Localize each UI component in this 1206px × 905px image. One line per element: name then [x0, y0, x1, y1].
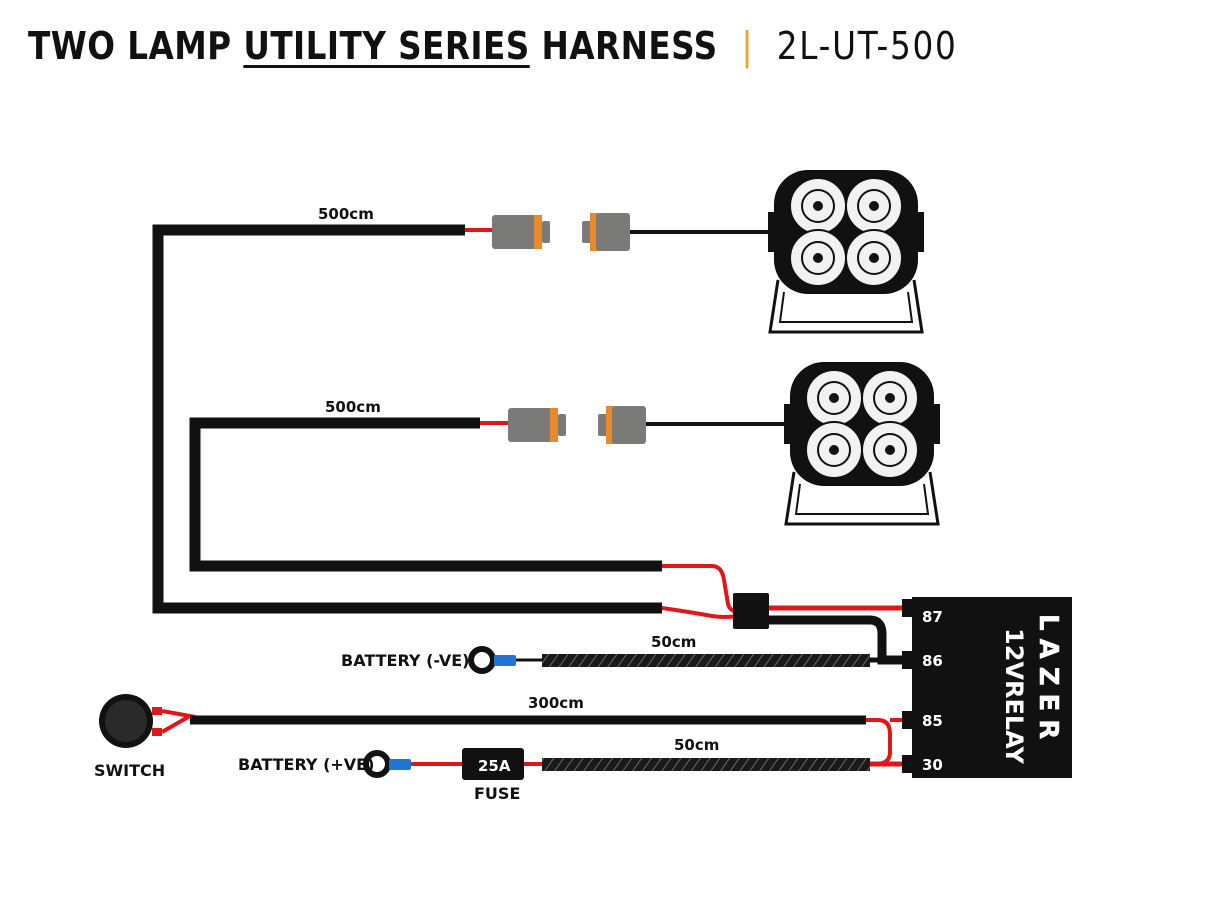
cable-length-mid: 500cm: [325, 398, 381, 416]
battery-negative-ring-terminal: [468, 646, 496, 674]
switch-label: SWITCH: [94, 761, 165, 780]
lamp1-red-merge: [661, 606, 741, 619]
battery-positive-label: BATTERY (+VE): [238, 755, 374, 774]
cable-length-positive: 50cm: [674, 736, 719, 754]
relay-module: 87 86 85 30 LAZER 12V RELAY: [902, 597, 1072, 778]
battery-negative-label: BATTERY (-VE): [341, 651, 469, 670]
fuse-holder: [462, 748, 524, 780]
lamp1-connector-plug: [492, 215, 550, 249]
relay-pin-tabs: [902, 599, 914, 773]
fuse-label: FUSE: [474, 784, 520, 803]
relay-brand-logo: LAZER: [1033, 614, 1063, 747]
title-part-1: TWO LAMP: [28, 24, 232, 68]
relay-pin-87: 87: [922, 608, 943, 626]
title-code: 2L-UT-500: [776, 24, 958, 68]
lamp-1-icon: [768, 170, 924, 334]
relay-pin-86: 86: [922, 652, 943, 670]
battery-positive-braided-sleeve: [542, 758, 870, 771]
battery-negative-braided-sleeve: [542, 654, 870, 667]
lamp2-red-merge: [662, 564, 741, 614]
fuse-value-label: 25A: [478, 757, 511, 775]
lamp-harness-wires: [152, 224, 662, 614]
lamp2-connector-socket: [598, 406, 646, 444]
relay-body: [912, 597, 1072, 778]
lamp1-harness-wire: [152, 224, 662, 614]
lamp-2-icon: [784, 362, 940, 526]
relay-label-12v: 12V: [1000, 628, 1028, 680]
pin85-red-wire: [866, 718, 892, 766]
title-separator: |: [741, 24, 753, 68]
battery-positive-ring-terminal: [363, 750, 391, 778]
relay-pin-30: 30: [922, 756, 943, 774]
relay-label-relay: RELAY: [1000, 680, 1028, 764]
battery-negative-ring-crimp: [494, 655, 516, 666]
lamp2-harness-wire: [189, 417, 662, 572]
cable-length-top: 500cm: [318, 205, 374, 223]
lamp2-connector-plug: [508, 408, 566, 442]
splice-block: [733, 593, 769, 629]
cable-length-negative: 50cm: [651, 633, 696, 651]
pin86-ground-wire: [768, 615, 908, 665]
title-part-2: UTILITY SERIES: [243, 24, 530, 68]
title-part-3: HARNESS: [541, 24, 718, 68]
switch-icon: [99, 694, 196, 748]
battery-positive-ring-crimp: [389, 759, 411, 770]
diagram-title: TWO LAMP UTILITY SERIES HARNESS | 2L-UT-…: [28, 24, 958, 80]
cable-length-switch: 300cm: [528, 694, 584, 712]
battery-positive-lead: [363, 748, 908, 780]
lamp1-connector-socket: [582, 213, 630, 251]
battery-negative-lead: [468, 646, 885, 674]
relay-pin-85: 85: [922, 712, 943, 730]
